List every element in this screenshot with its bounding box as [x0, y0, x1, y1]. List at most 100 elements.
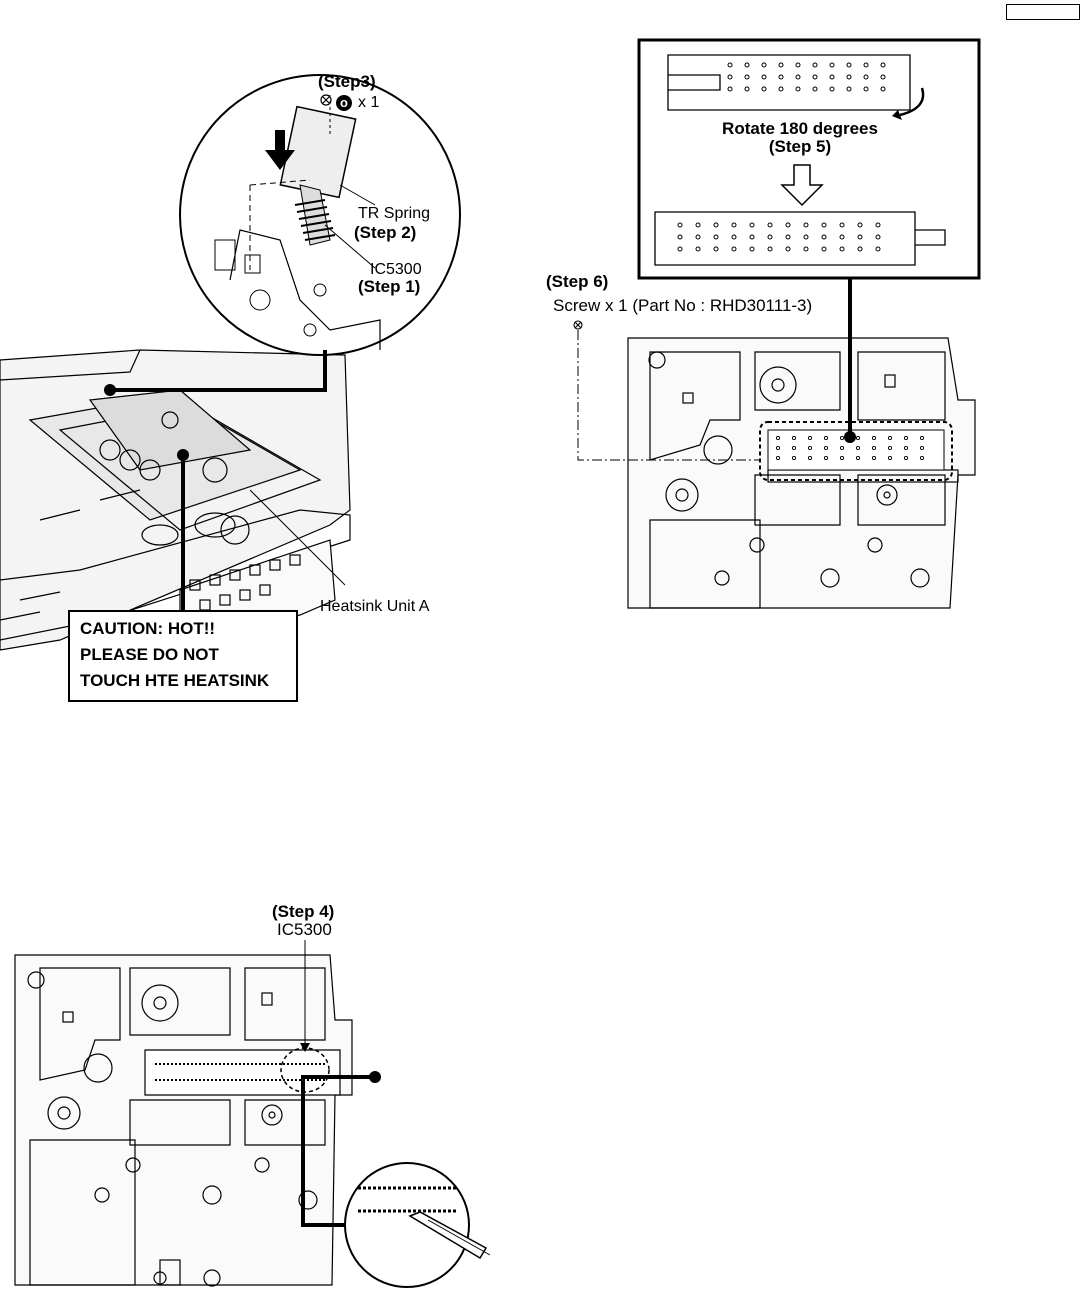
rotate-arrow-icon	[899, 87, 925, 117]
plate-hole	[855, 445, 861, 451]
chassis-drawing-2	[627, 337, 976, 609]
ic5300-label: IC5300	[370, 261, 422, 278]
plate-hole	[807, 435, 813, 441]
plate-hole	[875, 222, 881, 228]
page-tab	[1006, 4, 1080, 20]
screw-icon	[320, 94, 332, 106]
plate-hole	[767, 246, 773, 252]
plate-hole	[823, 455, 829, 461]
plate-hole	[695, 234, 701, 240]
caution-line-3: TOUCH HTE HEATSINK	[80, 671, 270, 690]
plate-hole	[775, 445, 781, 451]
plate-hole	[863, 86, 869, 92]
plate-hole	[839, 234, 845, 240]
plate-hole	[857, 222, 863, 228]
magnifier-detail-2	[344, 1162, 491, 1288]
step5-label: (Step 5)	[768, 137, 832, 156]
plate-hole	[795, 74, 801, 80]
plate-hole	[857, 234, 863, 240]
plate-hole	[767, 222, 773, 228]
plate-hole	[863, 74, 869, 80]
plate-hole	[677, 222, 683, 228]
leader-thick	[110, 350, 327, 615]
plate-hole	[795, 62, 801, 68]
plate-hole	[807, 445, 813, 451]
step3-label: (Step3)	[318, 72, 376, 91]
plate-hole	[871, 435, 877, 441]
plate-hole	[821, 246, 827, 252]
plate-hole	[713, 246, 719, 252]
plate-hole	[919, 455, 925, 461]
plate-hole	[677, 234, 683, 240]
plate-hole	[731, 246, 737, 252]
plate-hole	[791, 455, 797, 461]
plate-hole	[919, 445, 925, 451]
step1-label: (Step 1)	[358, 277, 421, 296]
screw-badge-icon	[336, 95, 352, 111]
ic-pins	[294, 199, 336, 241]
plate-hole	[887, 445, 893, 451]
plate-hole	[846, 86, 852, 92]
plate-hole	[812, 62, 818, 68]
plate-hole	[875, 234, 881, 240]
plate-hole	[855, 455, 861, 461]
plate-hole	[785, 246, 791, 252]
plate-hole	[785, 234, 791, 240]
plate-hole	[821, 234, 827, 240]
plate-hole	[846, 74, 852, 80]
plate-hole	[887, 435, 893, 441]
tr-spring-label: TR Spring	[358, 205, 431, 222]
plate-hole	[778, 86, 784, 92]
plate-hole	[823, 435, 829, 441]
plate-hole	[761, 86, 767, 92]
pen-icon	[408, 1211, 488, 1260]
screw-count-label: x 1	[358, 94, 380, 111]
screw-icon-2	[573, 320, 583, 330]
plate-hole	[846, 62, 852, 68]
plate-hole	[812, 74, 818, 80]
down-arrow-icon	[265, 130, 295, 170]
plate-hole	[803, 246, 809, 252]
plate-hole	[839, 455, 845, 461]
plate-hole	[775, 435, 781, 441]
plate-hole	[857, 246, 863, 252]
plate-hole	[778, 62, 784, 68]
plate-hole	[855, 435, 861, 441]
plate-hole	[863, 62, 869, 68]
plate-hole	[903, 445, 909, 451]
plate-hole	[803, 234, 809, 240]
caution-line-2: PLEASE DO NOT	[80, 645, 219, 664]
plate-hole	[727, 74, 733, 80]
plate-hole	[749, 234, 755, 240]
step6-label: (Step 6)	[546, 272, 609, 291]
plate-hole	[731, 234, 737, 240]
plate-hole	[903, 455, 909, 461]
plate-hole	[713, 222, 719, 228]
plate-hole	[731, 222, 737, 228]
plate-hole	[778, 74, 784, 80]
open-down-arrow-icon	[780, 164, 824, 207]
plate-holes-bottom	[677, 222, 881, 252]
ic5300-label-2: IC5300	[277, 920, 332, 939]
plate-hole	[829, 86, 835, 92]
heatsink-plate-bottom	[654, 211, 946, 266]
plate-hole	[919, 435, 925, 441]
step4-label: (Step 4)	[272, 902, 335, 921]
plate-hole	[829, 74, 835, 80]
plate-hole	[880, 74, 886, 80]
plate-hole	[829, 62, 835, 68]
plate-hole	[785, 222, 791, 228]
plate-hole	[761, 62, 767, 68]
plate-hole	[812, 86, 818, 92]
plate-hole	[749, 222, 755, 228]
plate-hole	[880, 86, 886, 92]
plate-hole	[744, 74, 750, 80]
plate-hole	[795, 86, 801, 92]
plate-hole	[871, 445, 877, 451]
ic5300-in-chassis	[144, 1049, 341, 1096]
caution-box: CAUTION: HOT!! PLEASE DO NOT TOUCH HTE H…	[68, 610, 298, 702]
plate-hole	[775, 455, 781, 461]
heatsink-in-place	[767, 429, 945, 471]
plate-hole	[695, 222, 701, 228]
plate-hole	[677, 246, 683, 252]
